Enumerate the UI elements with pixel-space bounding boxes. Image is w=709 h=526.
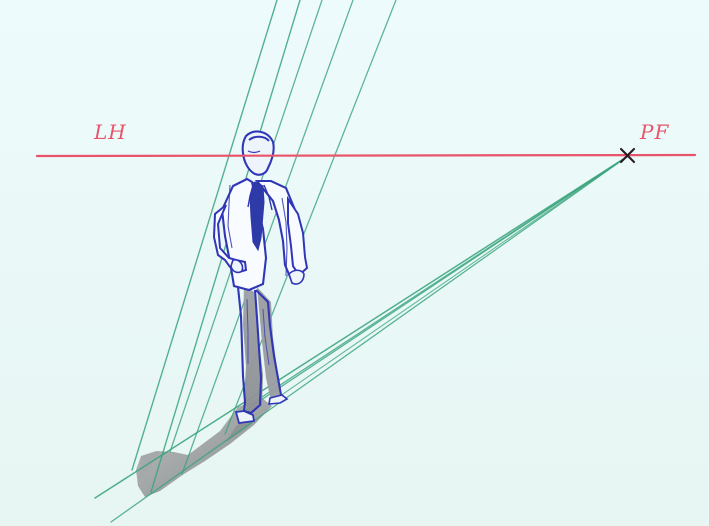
vertical-construction-line <box>151 0 300 492</box>
vanishing-line <box>262 156 628 397</box>
horizon-line-label: LH <box>94 122 127 142</box>
vanishing-line <box>270 156 628 403</box>
vanishing-line <box>111 156 628 522</box>
construction-lines <box>95 0 628 522</box>
vanishing-point-label: PF <box>640 122 669 142</box>
horizon-line <box>37 155 695 156</box>
vanishing-line <box>95 156 628 498</box>
